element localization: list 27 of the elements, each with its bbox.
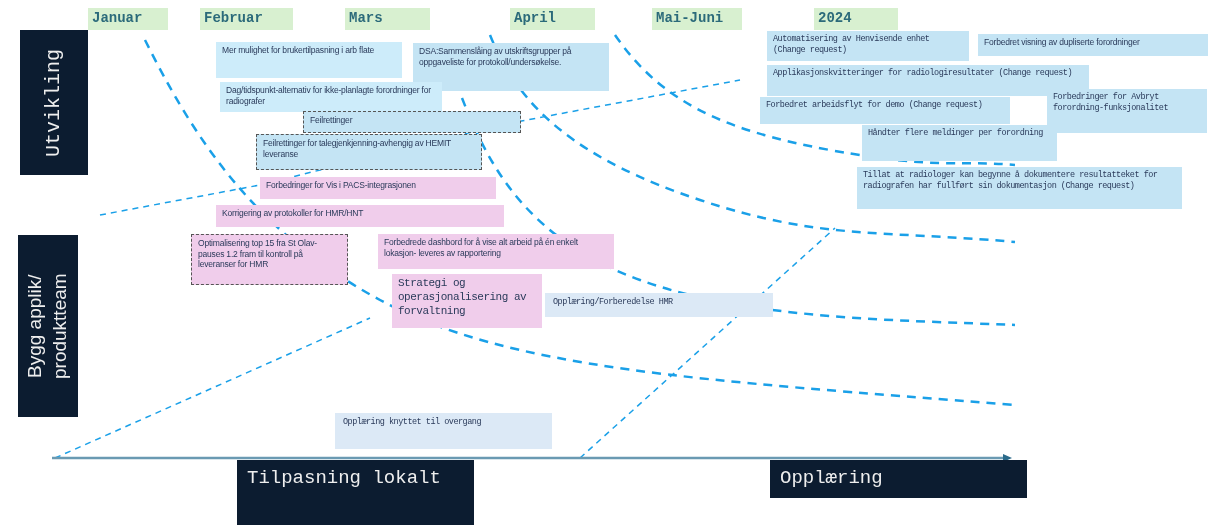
swimlane-header: Bygg applik/ produktteam: [18, 235, 78, 417]
task-card: Automatisering av Henvisende enhet (Change request): [767, 31, 969, 61]
task-card: Håndter flere meldinger per forordning: [862, 125, 1057, 161]
task-card: Feilrettinger: [303, 111, 521, 133]
phase-label: Opplæring: [770, 460, 1027, 498]
month-label: Februar: [200, 8, 293, 30]
month-label: Mai-Juni: [652, 8, 742, 30]
task-card: Tillat at radiologer kan begynne å dokumentere resultatteket for radiografen har fullført sin dokumentasjon (Change request): [857, 167, 1182, 209]
task-card: Opplæring knyttet til overgang: [335, 413, 552, 449]
task-card: Forbedret arbeidsflyt for demo (Change request): [760, 97, 1010, 124]
month-label: Januar: [88, 8, 168, 30]
swimlane-header: Utvikling: [20, 30, 88, 175]
task-card: Feilrettinger for talegjenkjenning-avhengig av HEMIT leveranse: [256, 134, 482, 170]
task-card: Forbedringer for Avbryt forordning-funksjonalitet: [1047, 89, 1207, 133]
phase-label: Tilpasning lokalt: [237, 460, 474, 525]
task-card: Dag/tidspunkt-alternativ for ikke-planlagte forordninger for radiografer: [220, 82, 442, 112]
task-card: Forbedret visning av dupliserte forordninger: [978, 34, 1208, 56]
task-card: Forbedringer for Vis i PACS-integrasjonen: [260, 177, 496, 199]
task-card: Optimalisering top 15 fra St Olav- pauses 1.2 fram til kontroll på leveranser for HMR: [191, 234, 348, 285]
task-card: Forbedrede dashbord for å vise alt arbeid på én enkelt lokasjon- leveres av rapportering: [378, 234, 614, 269]
month-label: April: [510, 8, 595, 30]
month-label: Mars: [345, 8, 430, 30]
task-card: Opplæring/Forberedelse HMR: [545, 293, 773, 317]
year-label: 2024: [814, 8, 898, 30]
task-card: Strategi og operasjonalisering av forvaltning: [392, 274, 542, 328]
task-card: Mer mulighet for brukertilpasning i arb flate: [216, 42, 402, 78]
task-card: Korrigering av protokoller for HMR/HNT: [216, 205, 504, 227]
